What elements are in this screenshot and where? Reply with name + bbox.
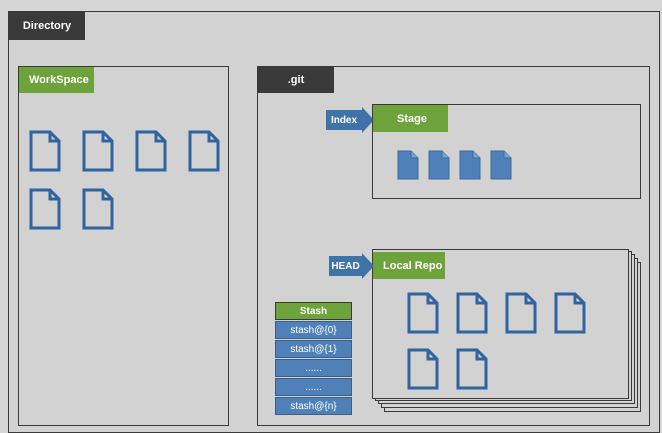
head-arrow: HEAD bbox=[329, 253, 374, 279]
document-icon bbox=[29, 188, 61, 235]
document-icon bbox=[135, 130, 167, 177]
stash-item: stash@{1} bbox=[275, 340, 352, 358]
stash-item: ...... bbox=[275, 378, 352, 396]
document-icon bbox=[188, 130, 220, 177]
document-icon bbox=[82, 188, 114, 235]
document-icon bbox=[456, 292, 488, 339]
document-icon bbox=[407, 292, 439, 339]
document-icon bbox=[407, 348, 439, 395]
head-label: HEAD bbox=[329, 256, 362, 276]
workspace-panel bbox=[18, 66, 229, 426]
stash-list: Stash stash@{0} stash@{1} ...... ...... … bbox=[275, 302, 352, 416]
document-icon bbox=[505, 292, 537, 339]
stash-item: stash@{n} bbox=[275, 397, 352, 415]
stash-header: Stash bbox=[275, 302, 352, 320]
document-icon bbox=[554, 292, 586, 339]
stash-item: ...... bbox=[275, 359, 352, 377]
document-icon bbox=[456, 348, 488, 395]
staged-document-icon bbox=[490, 150, 512, 185]
stage-tab: Stage bbox=[373, 105, 448, 132]
index-label: Index bbox=[326, 110, 362, 130]
staged-document-icon bbox=[428, 150, 450, 185]
workspace-tab: WorkSpace bbox=[19, 67, 94, 93]
document-icon bbox=[82, 130, 114, 177]
git-tab: .git bbox=[258, 67, 334, 93]
local-repo-tab: Local Repo bbox=[373, 252, 445, 279]
index-arrow: Index bbox=[326, 107, 374, 133]
staged-document-icon bbox=[459, 150, 481, 185]
directory-tab: Directory bbox=[9, 12, 85, 40]
staged-document-icon bbox=[397, 150, 419, 185]
stash-item: stash@{0} bbox=[275, 321, 352, 339]
document-icon bbox=[29, 130, 61, 177]
